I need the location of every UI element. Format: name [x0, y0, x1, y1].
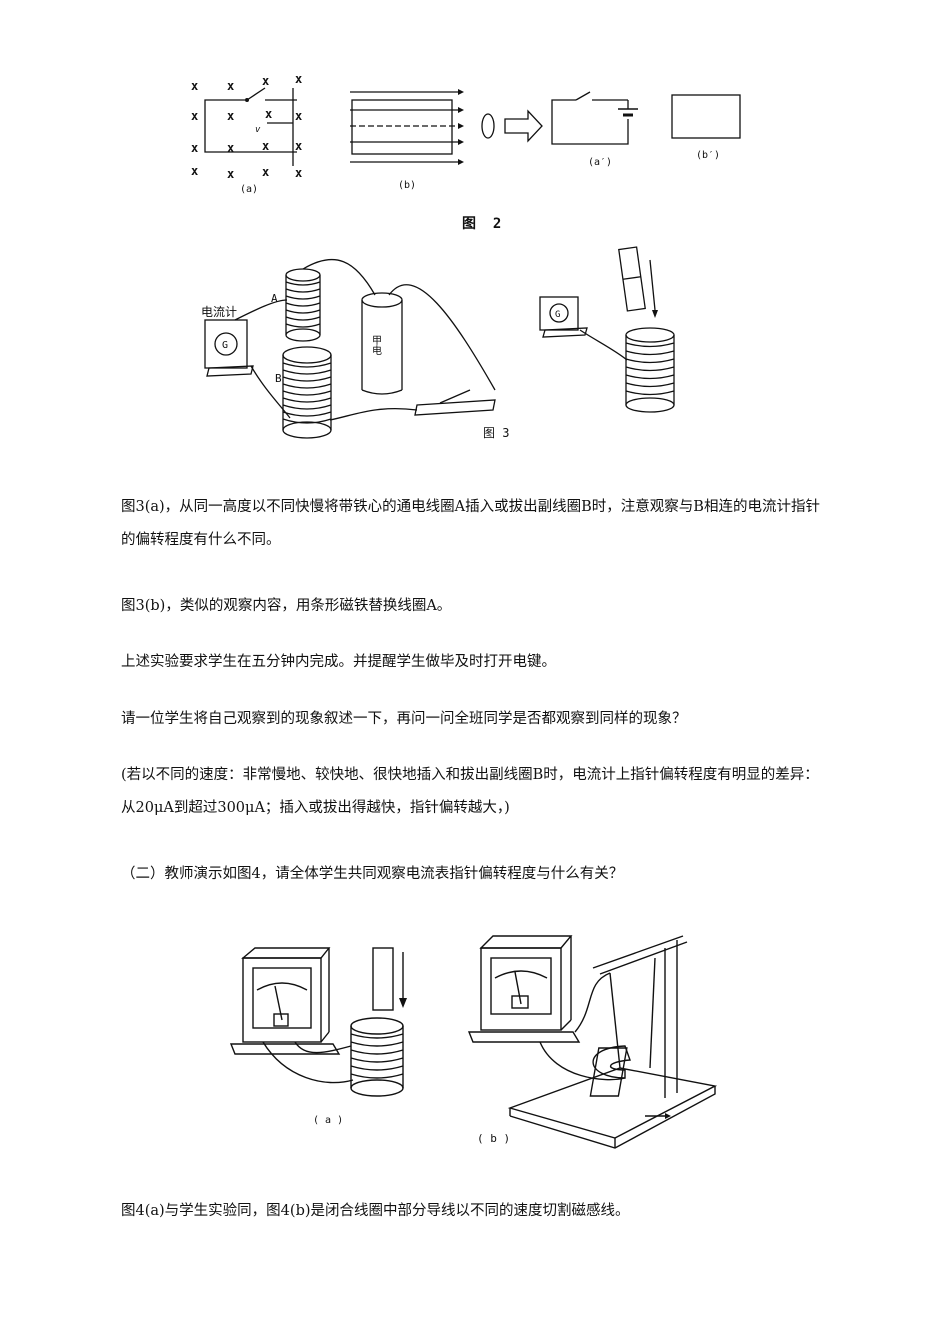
figure-2-caption: 图 2 — [462, 216, 502, 232]
figure-3-caption: 图 3 — [483, 426, 509, 440]
svg-text:x: x — [227, 109, 234, 123]
switch — [414, 389, 496, 416]
base-plate — [507, 1067, 718, 1139]
paragraph-time-limit: 上述实验要求学生在五分钟内完成。并提醒学生做毕及时打开电键。 — [121, 654, 556, 670]
figure-4-illustration: ( a ) ( b ) — [229, 935, 718, 1149]
svg-text:x: x — [227, 79, 234, 93]
velocity-label: v — [255, 125, 261, 135]
solenoid-body — [351, 99, 453, 155]
figure-2-diagram-a-prime: (a′) — [551, 91, 638, 168]
coil-right — [625, 327, 675, 413]
svg-text:x: x — [262, 165, 269, 179]
figure-3-illustration: 电流计 G G A B 甲电 图 3 — [201, 246, 675, 440]
label-b-prime: (b′) — [696, 150, 720, 161]
figure-2-diagram-b-prime: (b′) — [671, 94, 741, 161]
g-symbol: G — [222, 340, 228, 351]
svg-text:x: x — [262, 74, 269, 88]
galvanometer — [204, 319, 248, 369]
paragraph-3b: 图3(b)，类似的观察内容，用条形磁铁替换线圈A。 — [121, 598, 452, 614]
svg-text:x: x — [191, 79, 198, 93]
fig4-label-b: ( b ) — [477, 1132, 510, 1145]
battery-label: 甲电 — [370, 335, 381, 355]
paragraph-ask-student: 请一位学生将自己观察到的现象叙述一下，再问一问全班同学是否都观察到同样的现象？ — [121, 711, 687, 727]
svg-text:x: x — [191, 109, 198, 123]
bar-magnet — [618, 246, 646, 312]
coil-4a — [350, 1017, 404, 1097]
coil-a-label: A — [271, 292, 278, 305]
u-magnet — [592, 1045, 631, 1079]
battery — [361, 292, 403, 395]
svg-text:x: x — [295, 139, 302, 153]
label-a-prime: (a′) — [588, 157, 612, 168]
bar-magnet-a — [372, 947, 394, 1011]
meter-a — [229, 947, 341, 1055]
circuit-loop — [204, 87, 297, 166]
paragraph-teacher-demo: （二）教师演示如图4，请全体学生共同观察电流表指针偏转程度与什么有关？ — [121, 866, 624, 882]
svg-text:x: x — [295, 72, 302, 86]
svg-text:x: x — [262, 139, 269, 153]
label-b: (b) — [398, 180, 416, 191]
svg-text:x: x — [227, 167, 234, 181]
paragraph-observation: (若以不同的速度：非常慢地、较快地、很快地插入和拔出副线圈B时，电流计上指针偏转… — [121, 767, 819, 816]
svg-text:x: x — [265, 107, 272, 121]
svg-text:x: x — [191, 164, 198, 178]
figure-2-diagram-b: (b) — [350, 89, 543, 191]
label-a: (a) — [240, 184, 258, 195]
svg-text:x: x — [191, 141, 198, 155]
paragraph-3a: 图3(a)，从同一高度以不同快慢将带铁心的通电线圈A插入或拔出副线圈B时，注意观… — [121, 499, 820, 548]
svg-text:x: x — [295, 109, 302, 123]
moving-conductor — [589, 1047, 628, 1097]
galvanometer-right — [539, 296, 579, 331]
svg-text:x: x — [227, 141, 234, 155]
galvanometer-label: 电流计 — [201, 305, 237, 319]
coil-b — [282, 346, 332, 439]
svg-text:x: x — [295, 166, 302, 180]
rotation-arrow — [481, 113, 495, 139]
paragraph-figure-4-explanation: 图4(a)与学生实验同，图4(b)是闭合线圈中部分导线以不同的速度切割磁感线。 — [121, 1203, 630, 1219]
meter-b — [467, 935, 581, 1043]
coil-a — [285, 268, 321, 342]
hollow-arrow — [504, 109, 543, 143]
coil-b-label: B — [275, 372, 282, 385]
fig4-label-a: ( a ) — [313, 1115, 343, 1126]
g-symbol-right: G — [555, 310, 560, 320]
